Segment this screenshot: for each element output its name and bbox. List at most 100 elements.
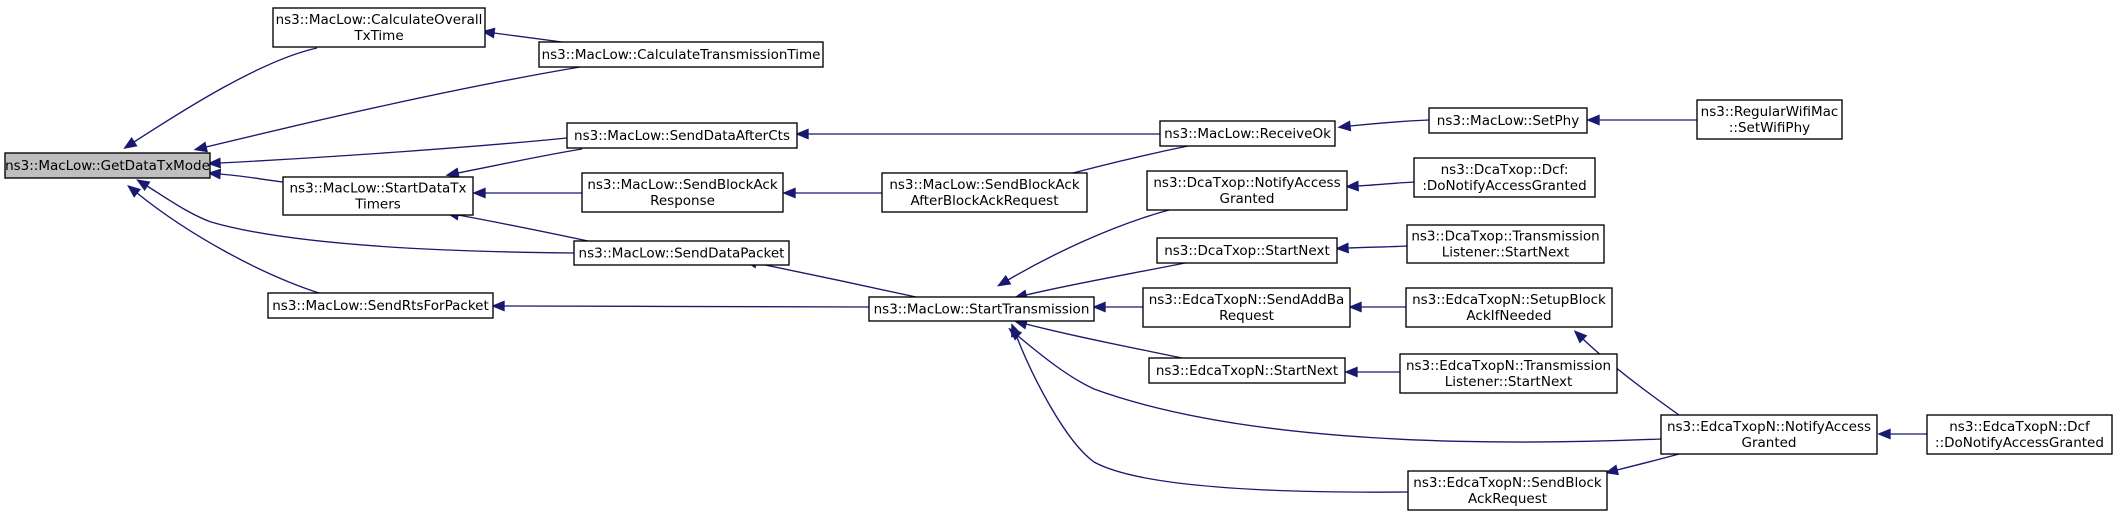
node-set-wifi-phy[interactable]: ns3::RegularWifiMac::SetWifiPhy [1696,99,1843,140]
node-edca-transmission-listener-start-next[interactable]: ns3::EdcaTxopN::TransmissionListener::St… [1399,353,1618,394]
node-box [566,122,798,149]
node-label-line: ns3::EdcaTxopN::SendAddBa [1149,292,1345,308]
edge-send-block-ack-response-to-start-data-tx-timers [472,187,582,199]
edge-edca-dcf-do-notify-access-granted-to-edca-notify-access-granted [1877,428,1927,440]
arrowhead [127,184,141,198]
node-get-data-tx-mode[interactable]: ns3::MacLow::GetDataTxMode [4,152,211,179]
arrowhead [491,300,505,312]
node-box [267,292,494,319]
arrowhead [207,157,221,169]
node-label-line: ns3::EdcaTxopN::SetupBlock [1412,292,1606,308]
node-box [538,41,824,68]
node-label-line: AckIfNeeded [1466,308,1551,324]
node-label-line: ns3::EdcaTxopN::SendBlock [1413,475,1602,491]
node-edca-notify-access-granted[interactable]: ns3::EdcaTxopN::NotifyAccessGranted [1660,414,1878,455]
arrowhead [1877,428,1891,440]
node-label-line: ns3::MacLow::SendBlockAck [889,177,1079,193]
node-label-line: ::DoNotifyAccessGranted [1935,435,2104,451]
edge-send-add-ba-request-to-start-transmission [1092,301,1144,313]
node-label-line: ns3::MacLow::SendRtsForPacket [272,298,489,314]
node-edca-start-next[interactable]: ns3::EdcaTxopN::StartNext [1148,357,1346,384]
arrowhead [445,167,460,179]
node-box [282,176,474,216]
node-label-line: ns3::DcaTxop::Dcf: [1441,162,1569,178]
node-dca-start-next[interactable]: ns3::DcaTxop::StartNext [1156,237,1338,264]
node-box [1159,120,1336,147]
node-box [581,172,784,213]
node-dca-transmission-listener-start-next[interactable]: ns3::DcaTxop::TransmissionListener::Star… [1406,224,1605,264]
arrowhead [193,141,208,153]
arrowhead [996,274,1012,287]
arrowhead [795,128,809,140]
edge-setup-block-ack-if-needed-to-send-add-ba-request [1348,301,1407,313]
arrowhead [1604,464,1619,476]
edge-receive-ok-to-send-data-after-cts [795,128,1160,140]
node-dca-notify-access-granted[interactable]: ns3::DcaTxop::NotifyAccessGranted [1146,170,1348,211]
node-box [1407,470,1608,511]
node-start-transmission[interactable]: ns3::MacLow::StartTransmission [868,296,1095,322]
node-send-data-after-cts[interactable]: ns3::MacLow::SendDataAfterCts [566,122,798,149]
node-box [1428,107,1588,134]
arrowhead [136,179,151,192]
arrowhead [207,168,222,180]
node-send-data-packet[interactable]: ns3::MacLow::SendDataPacket [573,240,790,266]
arrowhead [1335,242,1349,254]
node-label-line: ns3::DcaTxop::Transmission [1411,229,1599,245]
edge-calculate-transmission-time-to-calculate-overall-tx-time [481,27,563,43]
node-set-phy[interactable]: ns3::MacLow::SetPhy [1428,107,1588,134]
arrowhead [472,187,486,199]
node-box [1146,170,1348,211]
node-label-line: ns3::EdcaTxopN::Transmission [1406,358,1611,374]
arrowhead [1345,180,1359,192]
node-label-line: Response [650,193,715,209]
arrowhead [1348,301,1362,313]
node-send-rts-for-packet[interactable]: ns3::MacLow::SendRtsForPacket [267,292,494,319]
node-send-block-ack-after-block-ack-request[interactable]: ns3::MacLow::SendBlockAckAfterBlockAckRe… [881,172,1088,213]
node-label-line: ns3::MacLow::CalculateOverall [276,12,483,28]
edge-send-data-after-cts-to-start-data-tx-timers [445,148,583,179]
node-label-line: Request [1219,308,1274,324]
node-box [1399,353,1618,394]
node-calculate-transmission-time[interactable]: ns3::MacLow::CalculateTransmissionTime [538,41,824,68]
edge-start-data-tx-timers-to-get-data-tx-mode [207,168,284,183]
edge-edca-notify-access-granted-to-send-block-ack-request [1604,453,1680,476]
node-label-line: Timers [354,197,401,213]
arrowhead [1337,120,1352,132]
node-label-line: ns3::RegularWifiMac [1701,104,1839,120]
edges-layer [123,27,1927,493]
edge-dca-notify-access-granted-to-start-transmission [996,209,1170,287]
edge-dca-transmission-listener-start-next-to-dca-start-next [1335,242,1408,254]
node-edca-dcf-do-notify-access-granted[interactable]: ns3::EdcaTxopN::Dcf::DoNotifyAccessGrant… [1926,414,2113,455]
node-label-line: Granted [1741,435,1796,451]
arrowhead [123,137,138,149]
node-label-line: Listener::StartNext [1445,374,1573,390]
node-label-line: AckRequest [1468,491,1547,507]
node-box [1406,224,1605,264]
edge-edca-transmission-listener-start-next-to-edca-start-next [1344,366,1400,378]
node-dcf-do-notify-access-granted[interactable]: ns3::DcaTxop::Dcf::DoNotifyAccessGranted [1413,157,1596,198]
node-label-line: ns3::DcaTxop::StartNext [1164,243,1330,259]
edge-start-transmission-to-send-rts-for-packet [491,300,870,312]
node-label-line: ns3::MacLow::ReceiveOk [1164,126,1331,142]
node-box [1405,287,1613,328]
node-label-line: ns3::MacLow::StartDataTx [289,181,466,197]
node-label-line: Granted [1219,191,1274,207]
arrowhead [1344,366,1358,378]
node-box [868,296,1095,322]
node-label-line: ::SetWifiPhy [1729,120,1810,136]
node-box [1156,237,1338,264]
node-label-line: AfterBlockAckRequest [910,193,1058,209]
edge-set-phy-to-receive-ok [1337,119,1430,132]
node-box [4,152,211,179]
node-box [881,172,1088,213]
node-receive-ok[interactable]: ns3::MacLow::ReceiveOk [1159,120,1336,147]
node-label-line: TxTime [353,28,403,44]
edge-send-block-ack-request-to-start-transmission [1011,323,1409,493]
